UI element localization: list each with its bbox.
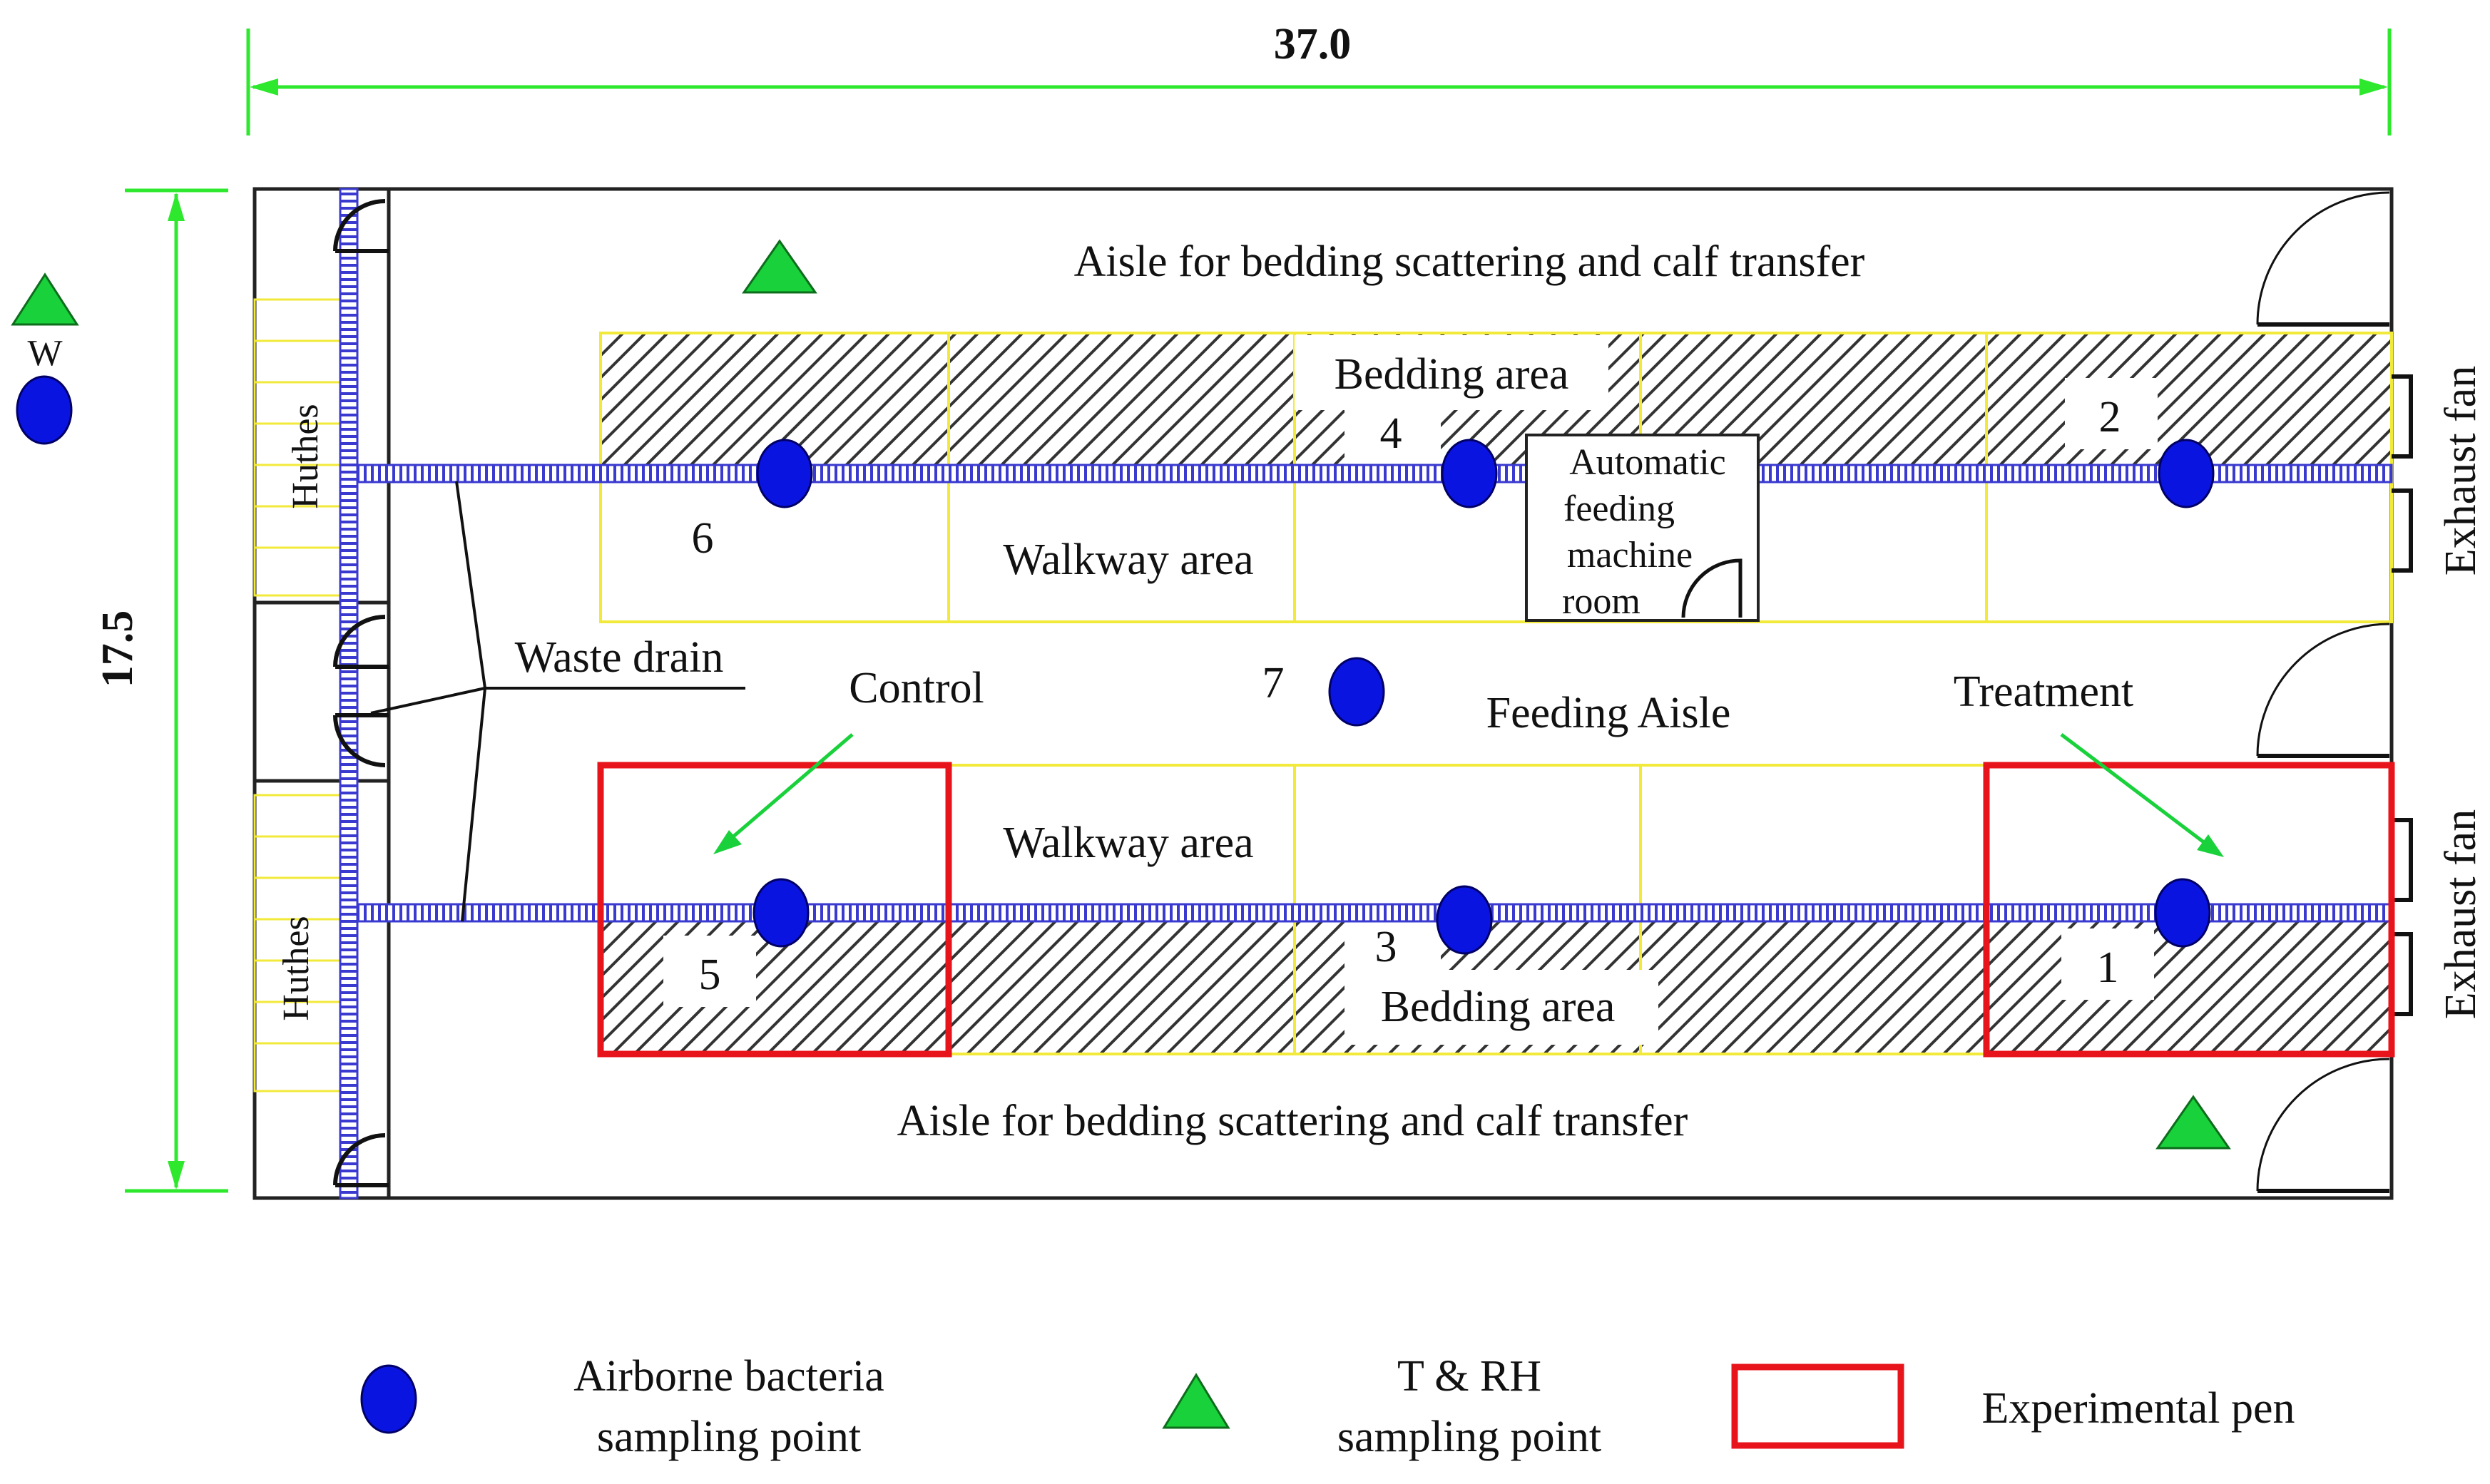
feeding-aisle-label: Feeding Aisle — [1486, 689, 1731, 737]
treatment-label: Treatment — [1954, 667, 2134, 716]
treatment-pen — [1983, 762, 2395, 1058]
walkway-area-bottom-label: Walkway area — [1003, 819, 1253, 867]
bedding-area-bottom-label: Bedding area — [1381, 983, 1616, 1031]
legend-trh-line1: T & RH — [1397, 1352, 1541, 1401]
outside-station-w: W — [11, 272, 79, 445]
bedding-area-top-label: Bedding area — [1335, 350, 1569, 399]
top-drain — [356, 464, 2393, 483]
control-pen — [597, 762, 952, 1058]
sampling-point-7 — [1328, 657, 1385, 727]
walkway-area-top-label: Walkway area — [1003, 536, 1253, 584]
legend: Airborne bacteria sampling point T & RH … — [360, 1352, 2295, 1461]
hutch-zone: Huthes Huthes — [253, 188, 391, 1199]
legend-trh-line2: sampling point — [1337, 1413, 1601, 1461]
machine-room-label-1: Automatic — [1569, 442, 1726, 483]
point-3-label: 3 — [1375, 923, 1397, 971]
machine-room-label-3: machine — [1567, 535, 1693, 575]
point-6-label: 6 — [692, 514, 714, 563]
exhaust-fans-top — [2392, 374, 2413, 573]
sampling-points — [752, 439, 2215, 955]
bottom-drain — [356, 903, 2393, 923]
trh-marker-bottom — [2155, 1095, 2231, 1150]
sampling-point-w — [16, 375, 73, 445]
legend-airborne-icon — [360, 1364, 417, 1434]
waste-drain-label: Waste drain — [515, 633, 724, 682]
sampling-point-4 — [1441, 439, 1498, 508]
legend-pen-icon — [1731, 1363, 1904, 1449]
bottom-aisle-label: Aisle for bedding scattering and calf tr… — [897, 1097, 1688, 1145]
legend-pen-label: Experimental pen — [1982, 1384, 2295, 1433]
control-label: Control — [849, 664, 984, 712]
top-pen-group: Bedding area Walkway area Automatic feed… — [356, 332, 2393, 623]
vertical-drain — [339, 188, 359, 1199]
legend-airborne-line1: Airborne bacteria — [573, 1352, 884, 1401]
exhaust-fans-bottom — [2392, 818, 2413, 1016]
height-dimension: 17.5 — [93, 188, 228, 1193]
station-w-label: W — [27, 333, 62, 374]
sampling-point-labels: 6 4 2 7 5 3 1 — [692, 393, 2121, 999]
sampling-point-3 — [1436, 885, 1493, 955]
machine-room-label-2: feeding — [1563, 488, 1675, 529]
machine-room-label-4: room — [1562, 581, 1641, 622]
trh-marker-top — [742, 239, 817, 294]
pen-arrows — [713, 733, 2224, 857]
point-5-label: 5 — [699, 951, 721, 999]
sampling-point-6 — [756, 439, 813, 508]
hutches-bottom-label: Huthes — [276, 916, 317, 1020]
sampling-point-2 — [2158, 439, 2215, 508]
point-2-label: 2 — [2099, 393, 2121, 441]
trh-marker-outside — [11, 272, 79, 326]
point-1-label: 1 — [2097, 943, 2119, 992]
sampling-point-5 — [752, 878, 810, 948]
legend-trh-icon — [1162, 1373, 1230, 1429]
height-label: 17.5 — [93, 610, 142, 688]
waste-drain-connectors — [370, 481, 745, 922]
point-4-label: 4 — [1380, 409, 1402, 458]
exhaust-fan-top-label: Exhaust fan — [2437, 366, 2485, 575]
hutches-top-label: Huthes — [285, 404, 326, 508]
point-7-label: 7 — [1262, 659, 1285, 707]
right-doors — [2256, 191, 2390, 1193]
width-label: 37.0 — [1274, 20, 1352, 68]
top-aisle-label: Aisle for bedding scattering and calf tr… — [1074, 237, 1865, 286]
legend-airborne-line2: sampling point — [597, 1413, 861, 1461]
exhaust-fan-bottom-label: Exhaust fan — [2437, 809, 2485, 1019]
width-dimension: 37.0 — [246, 20, 2392, 135]
feeding-machine-room: Automatic feeding machine room — [1525, 434, 1760, 622]
sampling-point-1 — [2154, 878, 2211, 948]
